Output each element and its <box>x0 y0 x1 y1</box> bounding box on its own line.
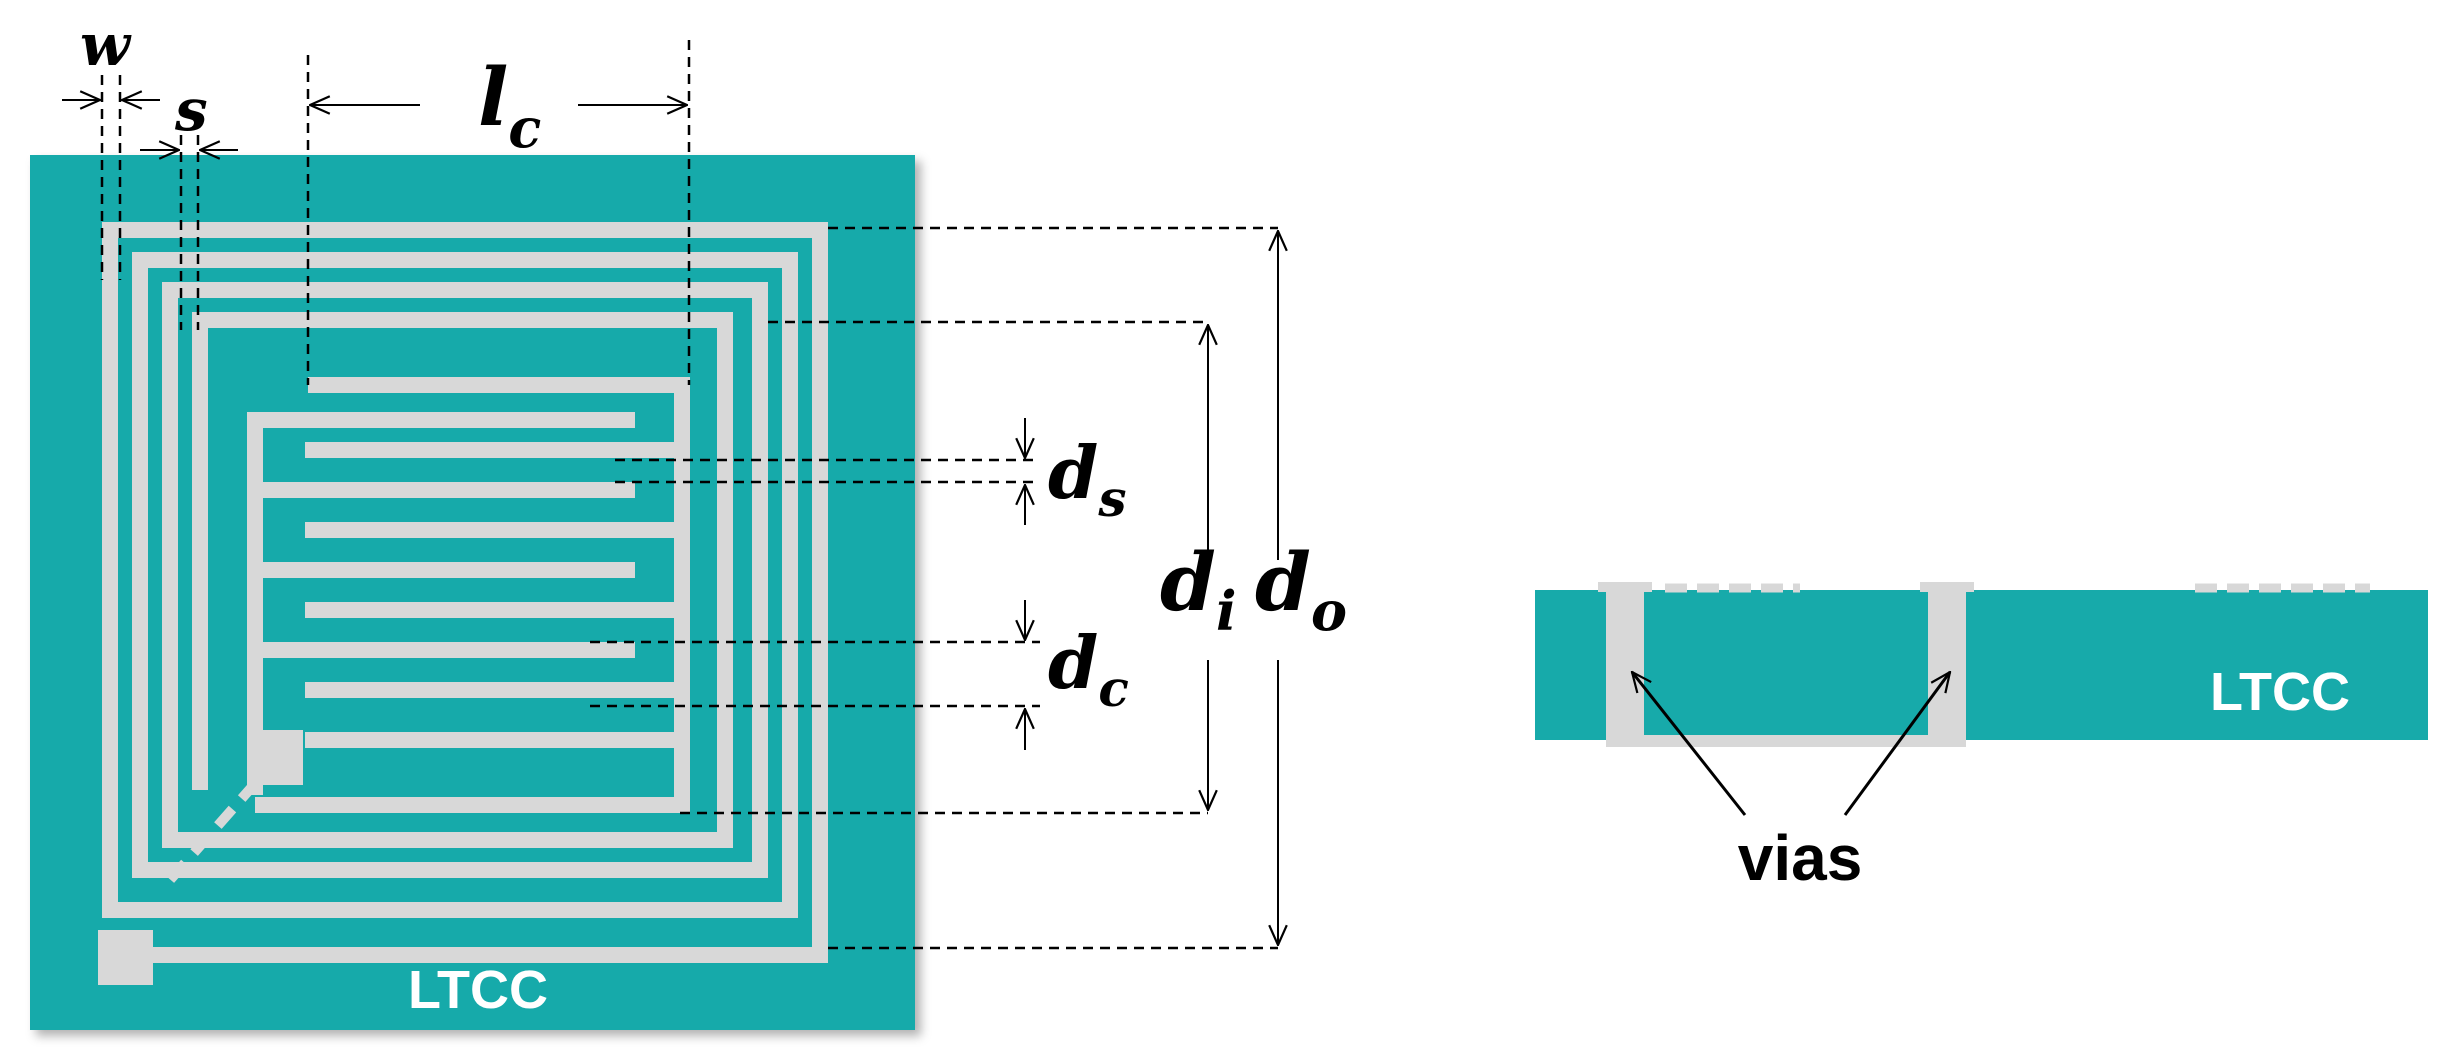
dimension-annotations <box>62 40 1278 950</box>
dim-di <box>680 320 1208 815</box>
bottom-trace <box>1606 735 1966 747</box>
dim-dc <box>590 600 1040 750</box>
label-lc: lc <box>478 50 541 160</box>
capacitor-comb-right <box>255 377 690 813</box>
label-ltcc-top: LTCC <box>408 960 548 1020</box>
interdigital-capacitor <box>247 377 690 813</box>
capacitor-comb-left <box>247 412 635 795</box>
label-s: s <box>174 76 208 144</box>
dimension-labels: w s lc ds dc di do LTCC <box>80 11 1347 1020</box>
dim-do <box>828 226 1278 950</box>
via-left <box>1606 585 1644 745</box>
label-w: w <box>80 11 132 79</box>
via-right-cap <box>1920 582 1974 592</box>
terminal-pad-outer <box>98 930 153 985</box>
dim-lc <box>306 40 691 385</box>
label-do: do <box>1255 535 1347 643</box>
label-di: di <box>1160 535 1236 643</box>
ltcc-substrate-side <box>1535 590 2428 740</box>
label-vias: vias <box>1738 822 1863 894</box>
dim-s <box>140 135 238 330</box>
via-arrow-right <box>1843 672 1950 816</box>
spiral-inductor <box>102 222 828 963</box>
label-ltcc-side: LTCC <box>2210 662 2350 722</box>
terminal-pad-inner <box>248 730 303 785</box>
via-arrow-left <box>1632 672 1747 816</box>
dim-w <box>62 75 160 280</box>
label-dc: dc <box>1048 620 1129 718</box>
cross-section-view: vias LTCC <box>1535 582 2428 894</box>
via-right <box>1928 585 1966 745</box>
top-view <box>30 155 915 1030</box>
via-left-cap <box>1598 582 1652 592</box>
label-ds: ds <box>1048 430 1127 528</box>
via-connection <box>166 751 284 884</box>
dim-ds <box>615 418 1040 525</box>
